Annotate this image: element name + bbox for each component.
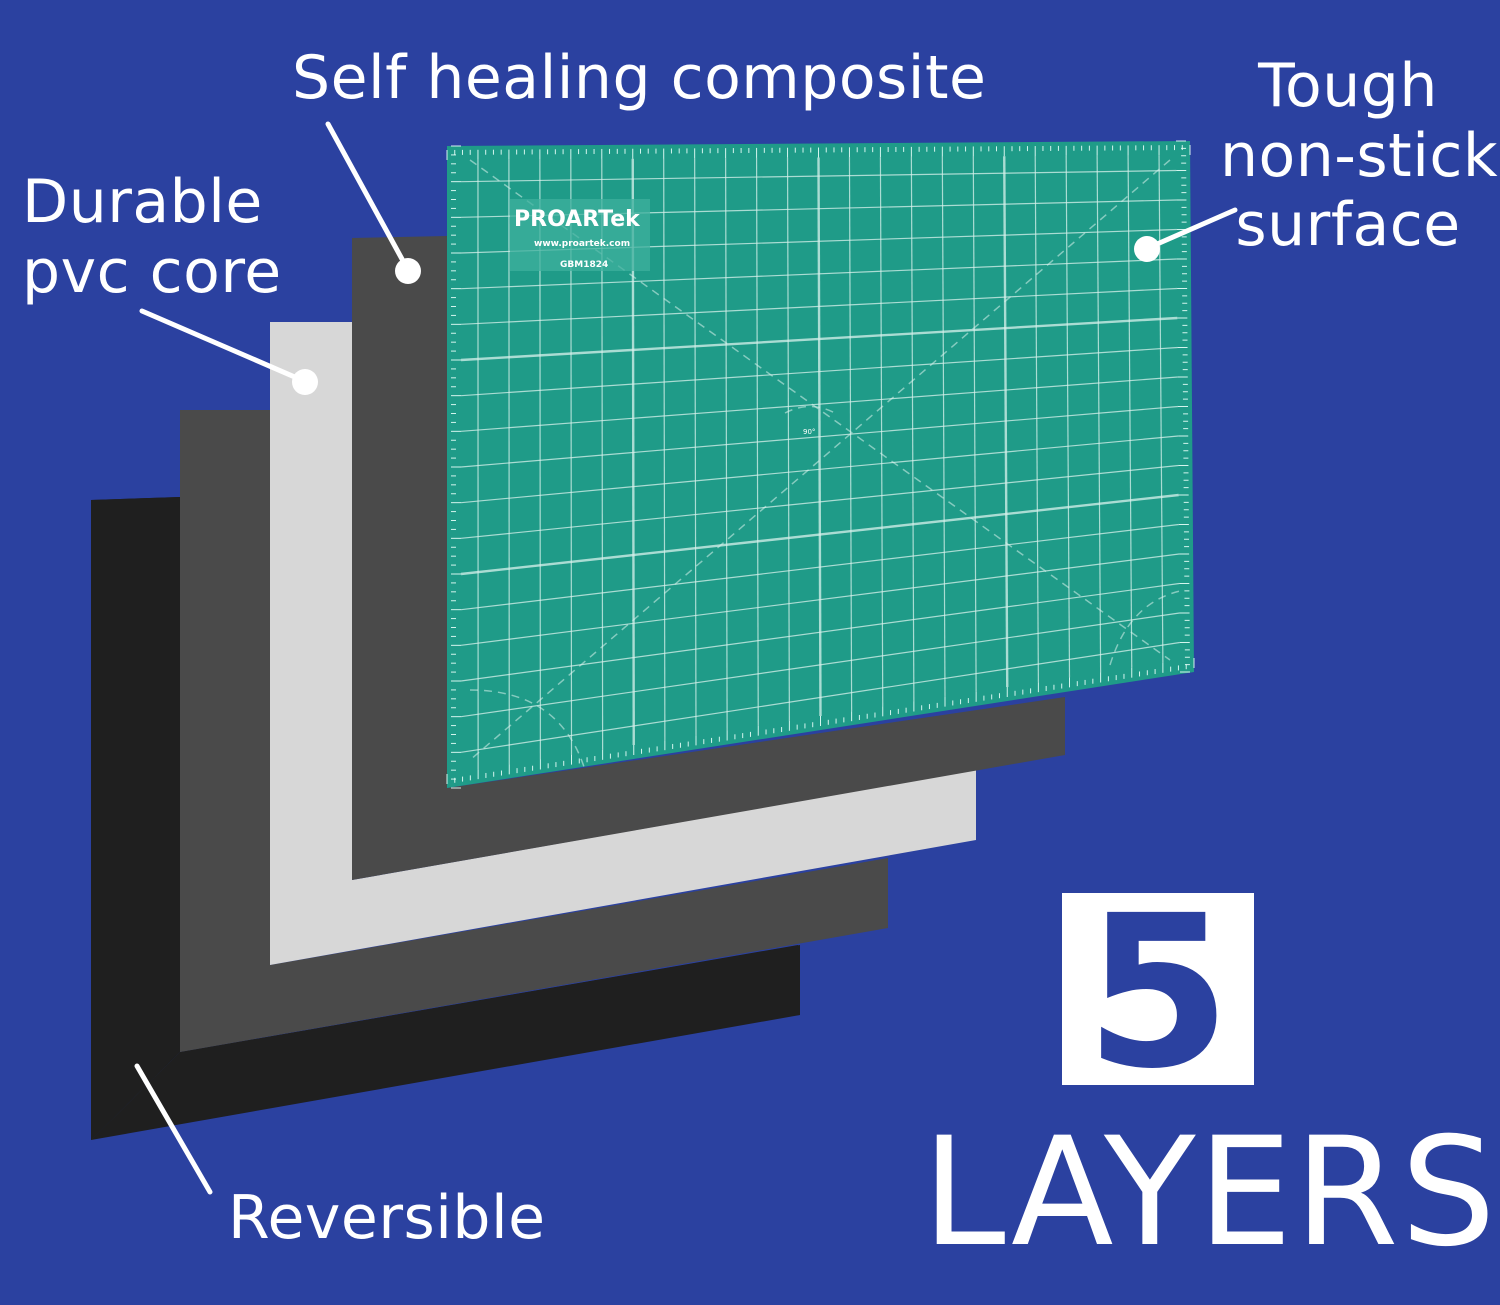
pointer-self-healing [325,121,421,284]
mat-grid-hline [460,346,1178,397]
layer-count-badge: 5 [1062,888,1254,1098]
mat-grid-lines [460,155,1180,770]
mat-grid-vline [1065,155,1071,678]
mat-grid-hline [460,612,1180,718]
mat-website-text: www.proartek.com [534,239,630,249]
mat-grid-hline [460,641,1180,753]
mat-grid-hline [460,553,1180,646]
layers-heading: LAYERS [922,1106,1498,1280]
pointer-reversible [134,1063,213,1195]
mat-brand-logo: PROARTek [514,207,641,232]
mat-grid-hline [460,493,1179,576]
pointer-durable [139,308,318,395]
mat-grid-hline [460,435,1179,504]
mat-grid-hline [460,405,1179,468]
layer-light-grey-pvc [270,322,976,965]
layer-dark-grey [180,410,888,1052]
mat-logo-panel [510,199,650,271]
cutting-mat-top-layer: PROARTek www.proartek.com GBM1824 90° [446,140,1195,789]
pointer-dot [395,258,421,284]
mat-grid-hline [460,523,1179,611]
pointer-dot [1134,236,1160,262]
mat-grid-hline [460,287,1178,325]
mat-grid-hline [460,169,1177,183]
label-text: Reversible [228,1183,546,1253]
mat-grid-hline [460,316,1178,362]
mat-model-text: GBM1824 [560,260,608,270]
label-reversible: Reversible [228,1183,546,1254]
mat-grid-vline [1096,155,1102,673]
label-text: pvc core [22,236,282,307]
label-text: non-stick [1220,120,1499,191]
label-text: surface [1235,190,1461,261]
pointer-tough [1134,207,1238,262]
layer-black-reversible [91,497,800,1140]
label-tough-non-stick-surface: Tough non-stick surface [1220,51,1499,261]
mat-grid-vline [1127,155,1133,668]
mat-grid-hline [460,376,1178,432]
layer-count-number: 5 [1084,870,1232,1115]
label-text: Self healing composite [292,43,987,113]
mat-grid-hline [460,258,1177,290]
label-text: Durable [22,167,263,237]
mat-grid-vline [1034,156,1039,683]
label-self-healing-composite: Self healing composite [292,43,987,114]
mat-angle-label: 90° [803,428,815,436]
mat-ruler-ticks [446,140,1195,789]
mat-grid-hline [460,464,1179,539]
label-durable-pvc-core: Durable pvc core [22,167,282,307]
pointer-dot [292,369,318,395]
label-text: Tough [1258,51,1438,121]
mat-grid-vline [1158,155,1164,663]
layer-self-healing-composite [352,236,1065,880]
